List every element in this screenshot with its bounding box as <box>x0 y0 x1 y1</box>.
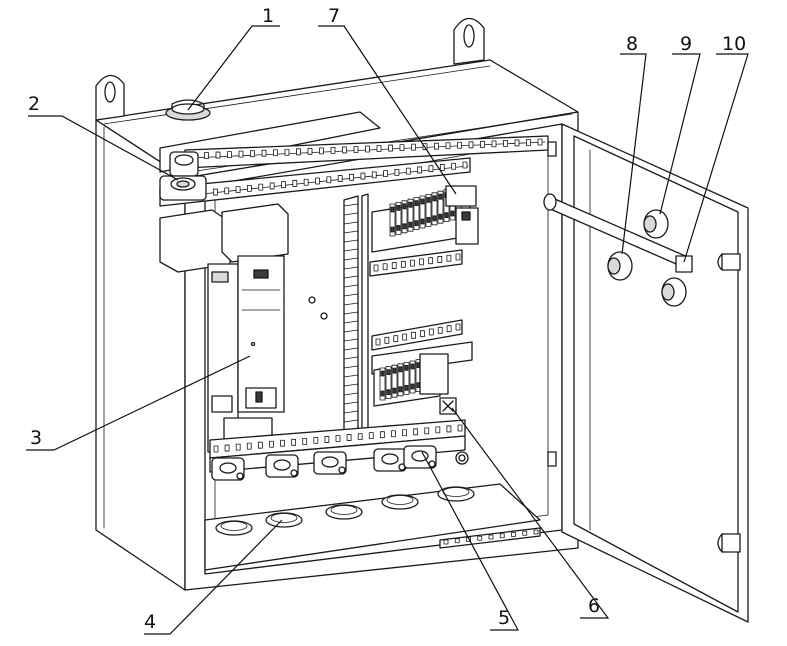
callout-label-4: 4 <box>144 611 156 633</box>
callout-label-7: 7 <box>328 5 340 27</box>
breaker-modules <box>159 203 289 453</box>
bottom-gland-plate <box>204 483 541 571</box>
lower-cable-clamps <box>211 445 437 481</box>
callouts: 1 2 3 4 5 6 7 8 9 10 <box>26 5 749 635</box>
vertical-wiring-duct <box>343 193 369 455</box>
door-inner-edge <box>573 135 739 613</box>
terminal-block-upper <box>371 185 479 253</box>
mounting-ear-top <box>453 17 485 65</box>
cable-clamp-top <box>159 151 207 201</box>
top-cable-gland <box>165 99 211 121</box>
callout-label-5: 5 <box>498 607 510 629</box>
mounting-ear-left <box>95 74 125 121</box>
terminal-block-lower <box>373 353 449 407</box>
indicator-lamps <box>607 209 687 307</box>
door-rod <box>543 193 693 273</box>
bottom-hinge <box>439 527 541 549</box>
mount-hole <box>320 312 328 320</box>
cabinet-door <box>547 123 749 623</box>
small-device <box>439 397 457 415</box>
callout-label-8: 8 <box>626 33 638 55</box>
mount-hole <box>308 296 316 304</box>
ground-bolt <box>455 451 469 465</box>
indicator-lamp-9 <box>643 209 669 239</box>
callout-label-9: 9 <box>680 33 692 55</box>
callout-label-6: 6 <box>588 595 600 617</box>
callout-label-1: 1 <box>262 5 274 27</box>
indicator-lamp-extra <box>661 277 687 307</box>
indicator-lamp-8 <box>607 251 633 281</box>
door-panel <box>561 123 749 623</box>
callout-label-2: 2 <box>28 93 40 115</box>
callout-label-3: 3 <box>30 427 42 449</box>
callout-label-10: 10 <box>722 33 746 55</box>
